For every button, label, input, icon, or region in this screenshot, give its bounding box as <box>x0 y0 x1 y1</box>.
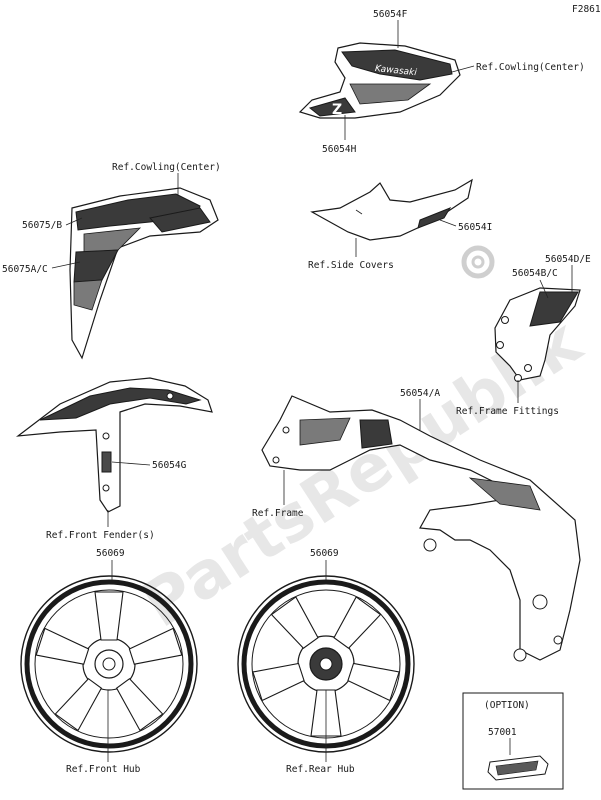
cowling-side-decal <box>69 187 219 360</box>
front-wheel <box>20 575 198 753</box>
ref-cowling-center-top: Ref.Cowling(Center) <box>476 62 585 73</box>
ref-frame: Ref.Frame <box>252 508 304 519</box>
ref-cowling-center-left: Ref.Cowling(Center) <box>112 162 221 173</box>
part-56054B-C: 56054B/C <box>512 268 558 279</box>
gear-watermark-icon <box>461 245 495 279</box>
part-56054G: 56054G <box>152 460 187 471</box>
part-56054D-E: 56054D/E <box>545 254 591 265</box>
tool-icon <box>487 755 549 781</box>
ref-side-covers: Ref.Side Covers <box>308 260 394 271</box>
frame-fitting-decal <box>494 287 581 382</box>
part-56054F: 56054F <box>373 9 408 20</box>
figure-id: F2861 <box>572 4 601 15</box>
ref-front-hub: Ref.Front Hub <box>66 764 141 775</box>
cowling-center-decal: Kawasaki Z <box>298 42 461 119</box>
ref-frame-fittings: Ref.Frame Fittings <box>456 406 559 417</box>
ref-rear-hub: Ref.Rear Hub <box>286 764 355 775</box>
part-56069-front: 56069 <box>96 548 125 559</box>
part-56069-rear: 56069 <box>310 548 339 559</box>
part-56054I: 56054I <box>458 222 492 233</box>
rear-wheel <box>237 575 415 753</box>
frame-decal <box>261 395 581 662</box>
part-56075A-C: 56075A/C <box>2 264 48 275</box>
option-label: (OPTION) <box>484 700 530 711</box>
part-56075-B: 56075/B <box>22 220 62 231</box>
z-logo-decal: Z <box>332 102 342 118</box>
ref-front-fender: Ref.Front Fender(s) <box>46 530 155 541</box>
front-fender-decal <box>15 377 213 513</box>
part-56054-A: 56054/A <box>400 388 440 399</box>
option-box: (OPTION) 57001 <box>462 692 564 790</box>
part-57001: 57001 <box>488 727 517 738</box>
part-56054H: 56054H <box>322 144 357 155</box>
kawasaki-decal-text: Kawasaki <box>374 64 417 78</box>
side-cover-decal <box>310 178 473 241</box>
